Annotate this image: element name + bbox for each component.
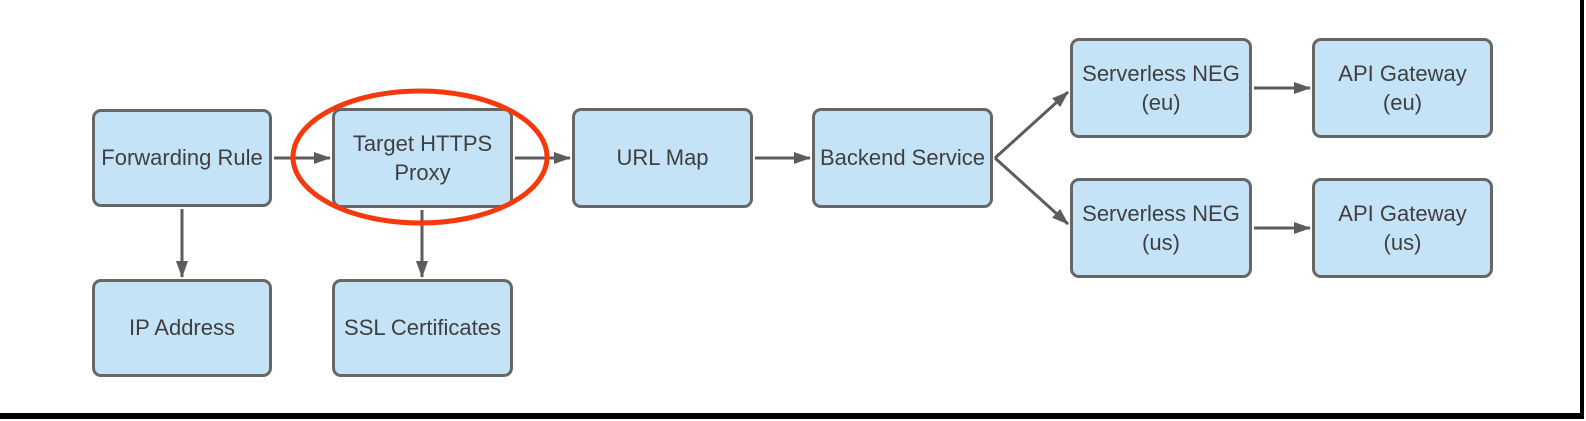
node-backend-service-label: Backend Service [819, 145, 986, 171]
arrow-backend-service-to-serverless-neg-us [993, 156, 1070, 226]
page-edge-bottom-rule [0, 413, 1584, 419]
node-ssl-certificates: SSL Certificates [332, 279, 513, 377]
page-edge-right-rule [1580, 0, 1584, 419]
node-forwarding-rule-label: Forwarding Rule [101, 145, 263, 171]
node-api-gateway-eu: API Gateway (eu) [1312, 38, 1493, 138]
node-serverless-neg-us-label: Serverless NEG (us) [1082, 200, 1240, 255]
node-serverless-neg-eu-label: Serverless NEG (eu) [1082, 60, 1240, 115]
node-api-gateway-eu-label: API Gateway (eu) [1338, 60, 1467, 115]
node-ip-address: IP Address [92, 279, 272, 377]
node-serverless-neg-eu: Serverless NEG (eu) [1070, 38, 1252, 138]
node-backend-service: Backend Service [812, 108, 993, 208]
node-url-map-label: URL Map [616, 145, 709, 171]
node-api-gateway-us: API Gateway (us) [1312, 178, 1493, 278]
arrow-backend-service-to-serverless-neg-eu [993, 90, 1070, 160]
node-forwarding-rule: Forwarding Rule [92, 109, 272, 207]
node-api-gateway-us-label: API Gateway (us) [1338, 200, 1467, 255]
node-ssl-certificates-label: SSL Certificates [344, 315, 501, 341]
node-ip-address-label: IP Address [129, 315, 235, 341]
node-target-https-proxy-label: Target HTTPS Proxy [352, 130, 493, 185]
node-serverless-neg-us: Serverless NEG (us) [1070, 178, 1252, 278]
node-target-https-proxy: Target HTTPS Proxy [332, 108, 513, 208]
node-url-map: URL Map [572, 108, 753, 208]
